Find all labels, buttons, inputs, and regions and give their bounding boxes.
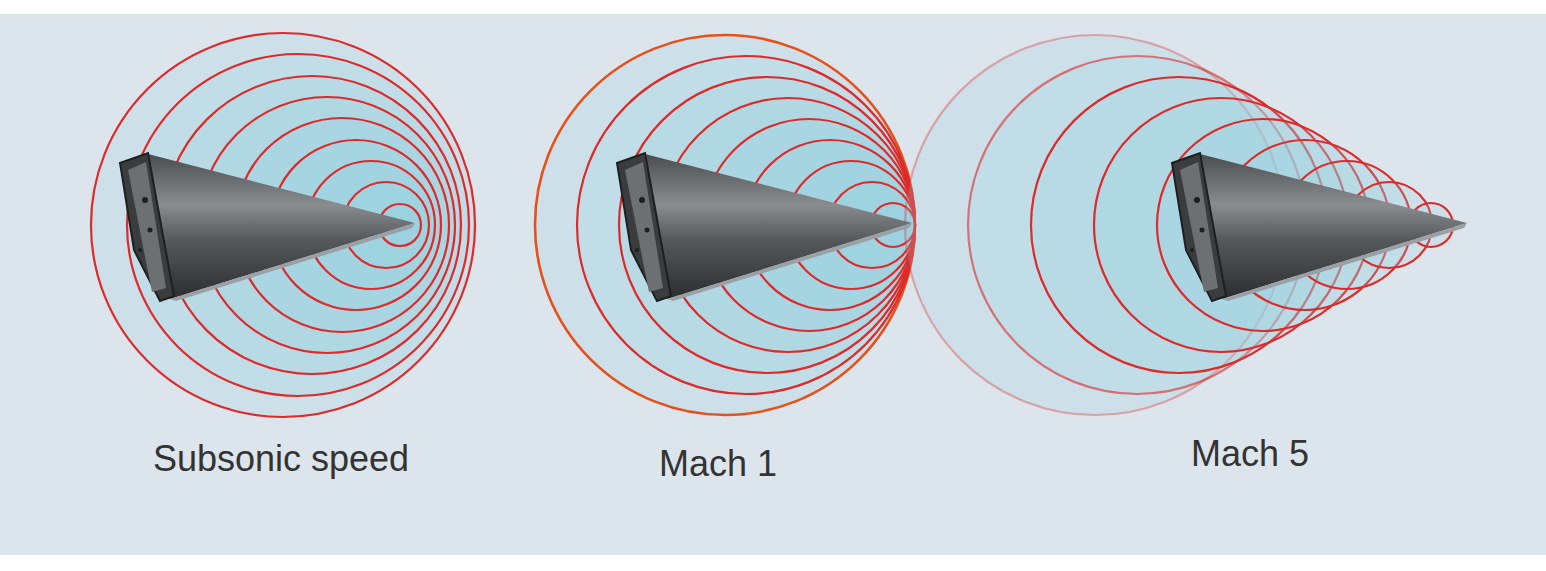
speed-label: Subsonic speed xyxy=(153,438,409,480)
speed-label: Mach 1 xyxy=(659,443,777,485)
speed-label: Mach 5 xyxy=(1191,433,1309,475)
